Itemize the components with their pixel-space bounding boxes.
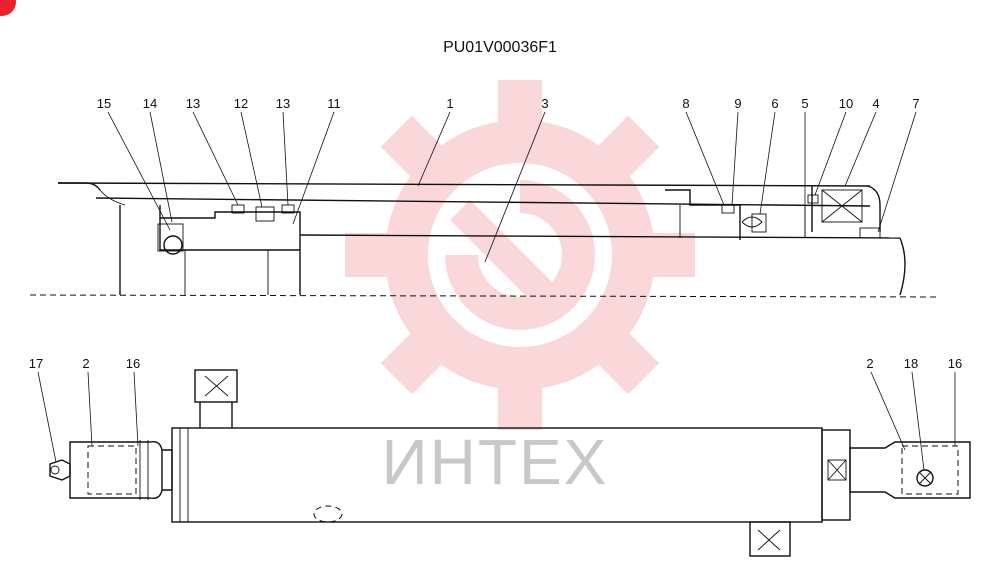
callout-11: 11 xyxy=(327,96,341,111)
external-callouts: 17 2 16 2 18 16 xyxy=(29,356,962,371)
callout-7: 7 xyxy=(912,96,919,111)
callout-3: 3 xyxy=(541,96,548,111)
section-view xyxy=(29,182,941,298)
section-leaders xyxy=(107,111,917,263)
callout-12: 12 xyxy=(234,96,248,111)
callout-9: 9 xyxy=(734,96,741,111)
callout-10: 10 xyxy=(839,96,853,111)
callout-1: 1 xyxy=(446,96,453,111)
watermark-text: ИНТЕХ xyxy=(382,426,609,498)
callout-18: 18 xyxy=(904,356,918,371)
section-callouts: 15 14 13 12 13 11 1 3 8 9 6 5 10 4 7 xyxy=(97,96,920,111)
callout-13: 13 xyxy=(186,96,200,111)
callout-15: 15 xyxy=(97,96,111,111)
callout-16: 16 xyxy=(948,356,962,371)
callout-13: 13 xyxy=(276,96,290,111)
callout-8: 8 xyxy=(682,96,689,111)
callout-14: 14 xyxy=(143,96,157,111)
callout-5: 5 xyxy=(801,96,808,111)
callout-2: 2 xyxy=(82,356,89,371)
callout-17: 17 xyxy=(29,356,43,371)
cylinder-external-view xyxy=(49,369,971,557)
callout-16: 16 xyxy=(126,356,140,371)
callout-2: 2 xyxy=(866,356,873,371)
corner-badge xyxy=(0,0,16,16)
diagram-title: PU01V00036F1 xyxy=(443,39,557,56)
external-leaders xyxy=(37,371,956,471)
callout-4: 4 xyxy=(872,96,879,111)
watermark-gear-icon xyxy=(345,80,695,430)
callout-6: 6 xyxy=(771,96,778,111)
